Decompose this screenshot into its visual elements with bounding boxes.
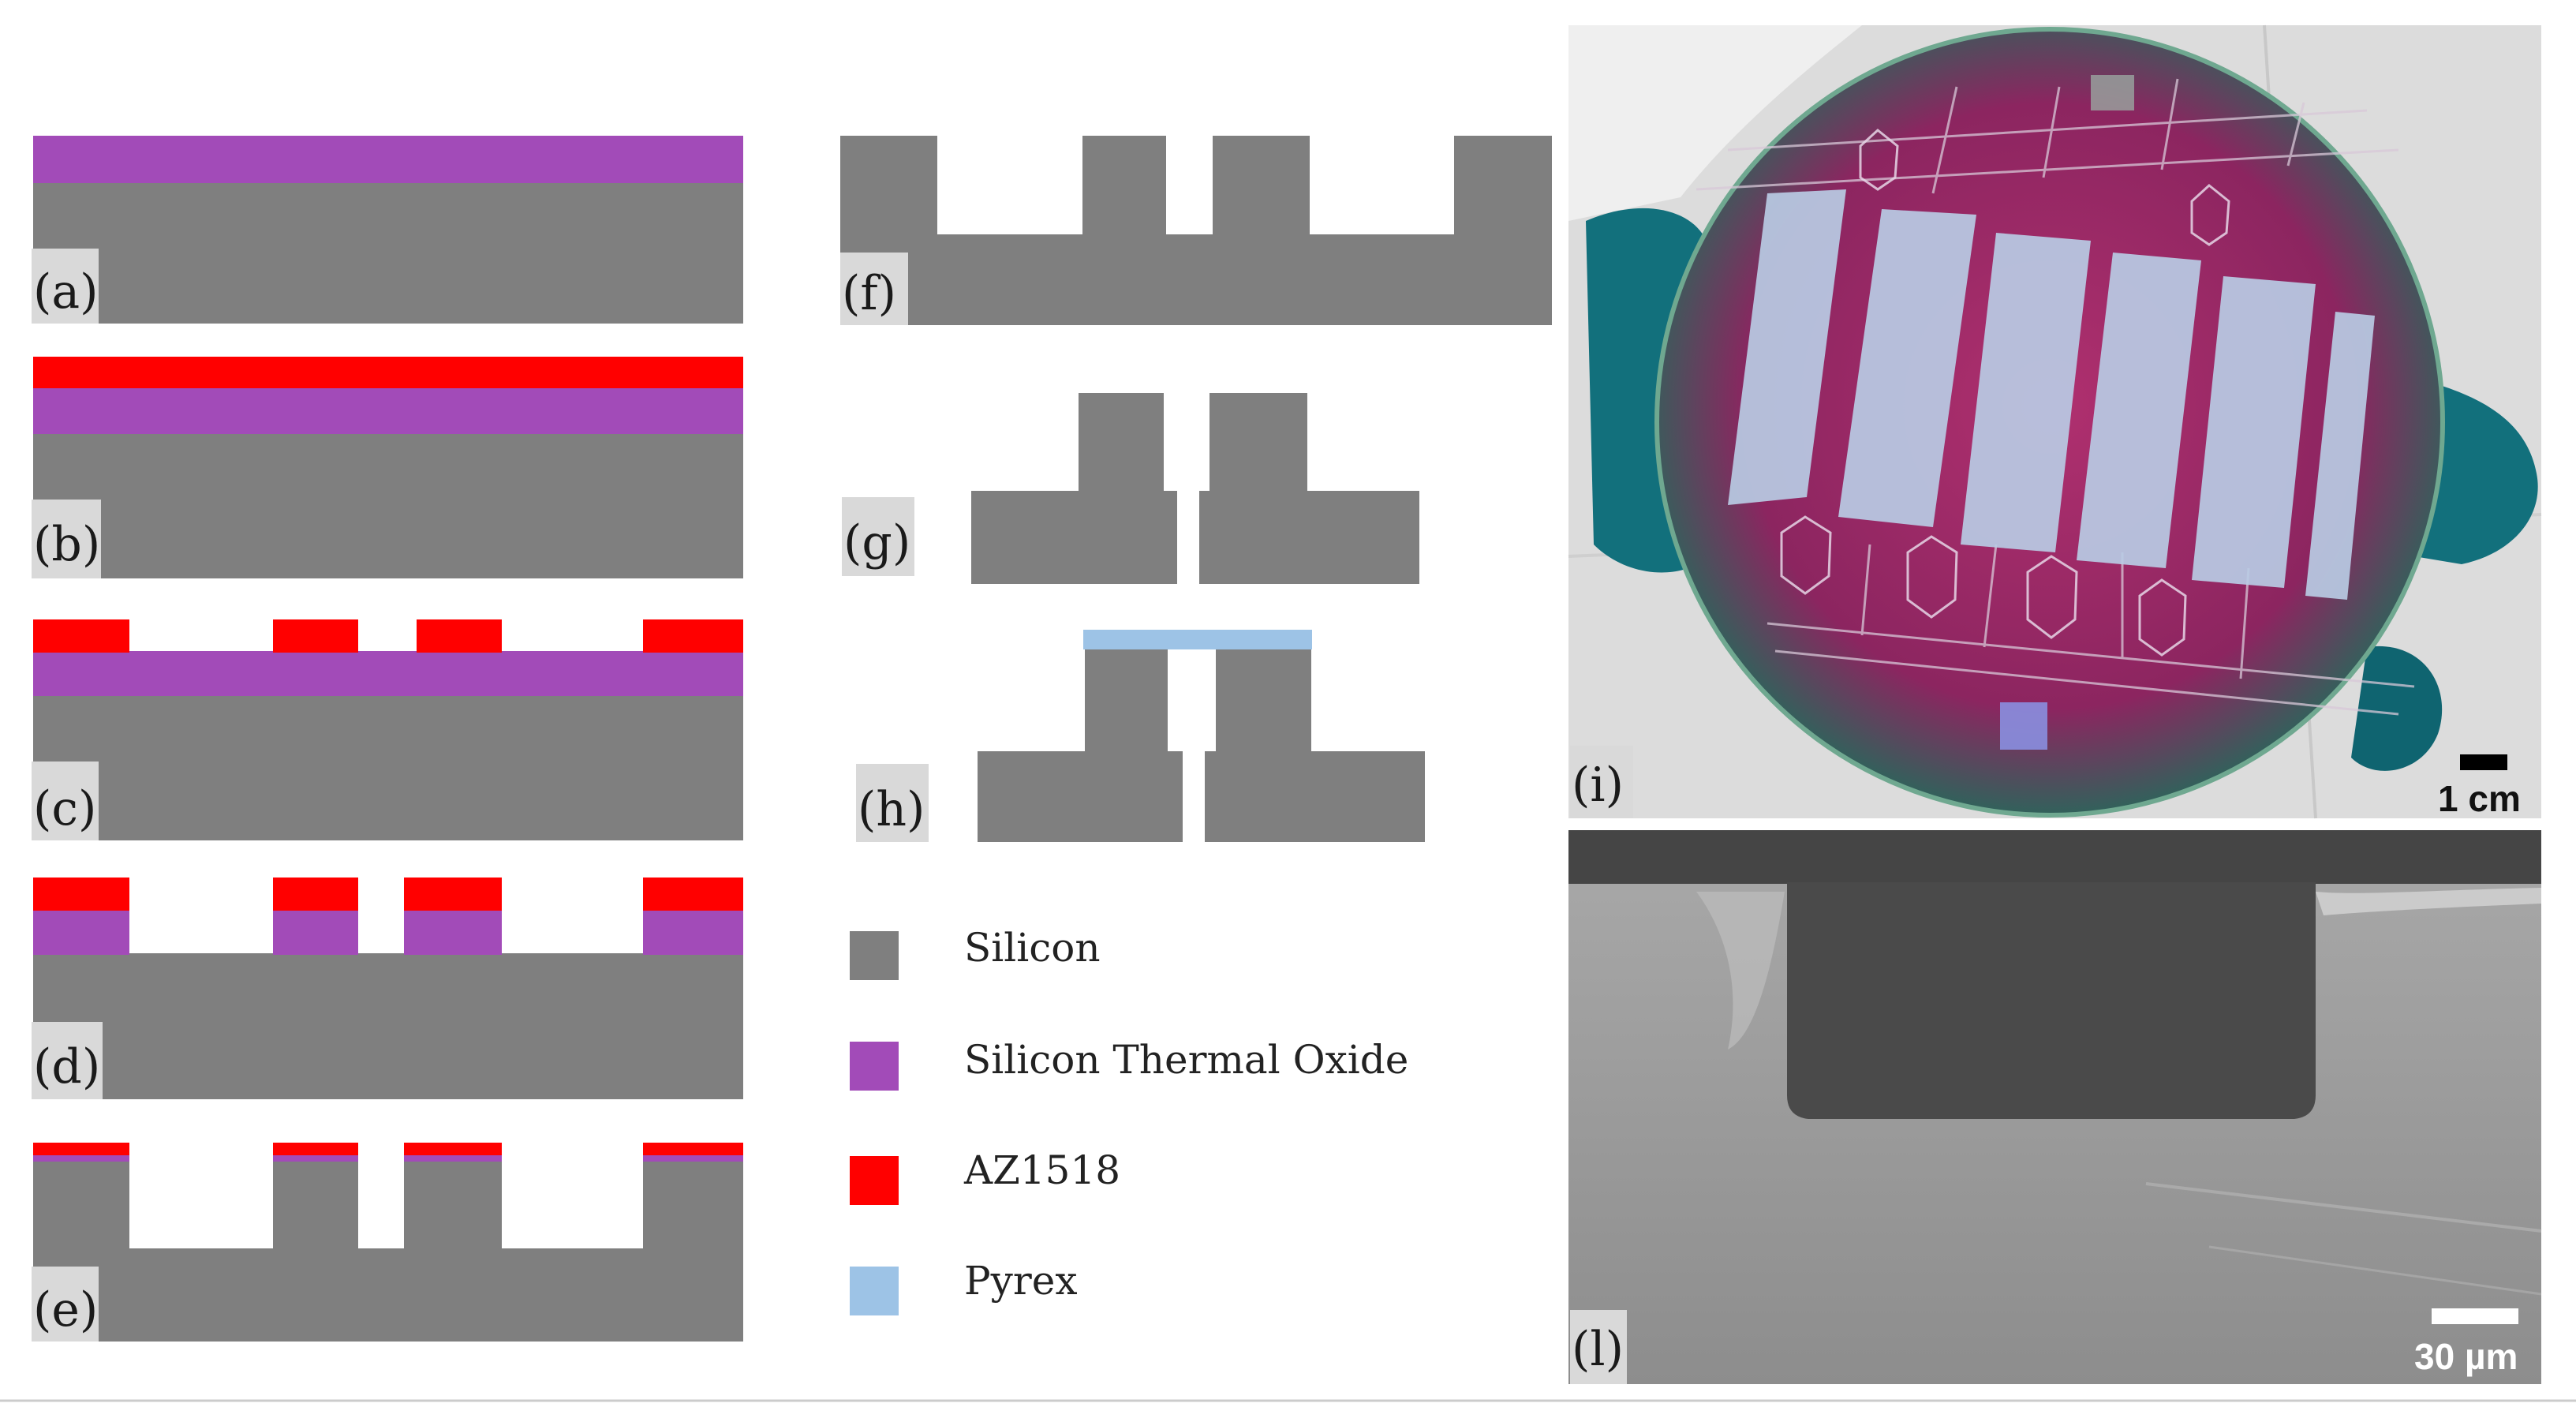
scalebar-1cm — [2460, 754, 2507, 770]
silicon-die-right — [1205, 649, 1425, 842]
channel-array — [1838, 209, 1976, 527]
scalebar-30um — [2432, 1308, 2518, 1324]
resist-pattern — [404, 878, 502, 911]
step-c: (c) — [32, 619, 743, 840]
etched-silicon — [840, 136, 1552, 325]
die-grid — [1696, 78, 2415, 716]
step-a: (a) — [32, 136, 743, 324]
resist-thin — [404, 1143, 502, 1155]
panel-label-c: (c) — [33, 781, 96, 836]
legend-swatch-oxide — [850, 1042, 899, 1091]
oxide-layer — [33, 651, 743, 696]
panel-label-bg — [842, 497, 914, 576]
resist-pattern — [273, 878, 358, 911]
panel-label-i: (i) — [1572, 758, 1624, 813]
panel-label-h: (h) — [858, 782, 925, 837]
legend-swatch-pyrex — [850, 1267, 899, 1315]
resist-thin — [643, 1143, 743, 1155]
panel-label-e: (e) — [33, 1282, 98, 1338]
panel-label-a: (a) — [33, 264, 99, 320]
panel-label-bg — [1570, 746, 1633, 818]
wafer-photo-panel: (i) 1 cm — [1568, 24, 2542, 819]
panel-label-bg — [32, 1267, 99, 1342]
etched-silicon — [33, 1162, 743, 1342]
legend-swatch-silicon — [850, 931, 899, 980]
panel-label-bg — [32, 500, 101, 578]
legend-label: Silicon — [964, 925, 1101, 971]
debris — [2316, 888, 2541, 915]
resist-thin — [273, 1143, 358, 1155]
oxide-thin — [643, 1155, 743, 1162]
channel-array — [1728, 189, 1846, 505]
scalebar-label-wafer: 1 cm — [2438, 778, 2521, 819]
panel-label-bg — [840, 253, 908, 325]
legend-label: Silicon Thermal Oxide — [964, 1037, 1408, 1083]
oxide-pattern — [404, 909, 502, 955]
panel-label-bg — [32, 249, 99, 324]
pyrex-lid — [1568, 830, 2541, 884]
oxide-thin — [273, 1155, 358, 1162]
resist-pattern — [417, 619, 502, 653]
oxide-thin — [404, 1155, 502, 1162]
silicon-die-left — [978, 649, 1183, 842]
lab-coat — [1568, 25, 1862, 221]
channel-array — [2192, 276, 2316, 588]
panel-label-g: (g) — [843, 515, 910, 571]
oxide-layer — [33, 136, 743, 183]
silicon-substrate — [33, 181, 743, 324]
step-g: (g) — [842, 393, 1419, 584]
scalebar-label-sem: 30 µm — [2414, 1336, 2518, 1377]
glove-right-lower — [2351, 646, 2443, 771]
pyrex-layer — [1083, 630, 1312, 649]
silicon-substrate — [33, 694, 743, 840]
step-b: (b) — [32, 357, 743, 578]
silicon-die-right — [1199, 393, 1419, 584]
panel-label-bg — [32, 762, 99, 840]
oxide-layer — [33, 387, 743, 434]
legend-swatch-resist — [850, 1156, 899, 1205]
step-f: (f) — [840, 136, 1552, 325]
resist-pattern — [33, 619, 129, 653]
panel-label-d: (d) — [33, 1039, 100, 1095]
oxide-thin — [33, 1155, 129, 1162]
channel-array — [1961, 233, 2091, 552]
step-h: (h) — [856, 630, 1425, 842]
step-e: (e) — [32, 1143, 743, 1342]
panel-label-f: (f) — [842, 266, 896, 321]
step-d: (d) — [32, 878, 743, 1099]
oxide-pattern — [643, 909, 743, 955]
alignment-mark — [2000, 702, 2047, 750]
silicon-substrate — [33, 432, 743, 578]
etched-channel — [1787, 882, 2316, 1119]
panel-label-bg — [32, 1022, 103, 1099]
oxide-pattern — [273, 909, 358, 955]
legend-label: Pyrex — [964, 1258, 1078, 1304]
oxide-pattern — [33, 909, 129, 955]
resist-pattern — [643, 619, 743, 653]
panel-label-bg — [1570, 1310, 1627, 1384]
resist-pattern — [273, 619, 358, 653]
resist-pattern — [643, 878, 743, 911]
panel-label-b: (b) — [33, 517, 100, 572]
panel-label-bg — [856, 764, 929, 842]
alignment-mark — [2091, 75, 2134, 110]
legend-label: AZ1518 — [963, 1147, 1120, 1193]
legend: Silicon Silicon Thermal Oxide AZ1518 Pyr… — [850, 925, 1408, 1315]
sem-panel: (l) 30 µm — [1568, 830, 2542, 1384]
channel-array — [2077, 253, 2201, 568]
resist-pattern — [33, 878, 129, 911]
hexagon-chambers — [1780, 129, 2230, 657]
silicon-substrate — [33, 953, 743, 1099]
resist-thin — [33, 1143, 129, 1155]
debris — [1696, 892, 1785, 1050]
resist-layer — [33, 357, 743, 388]
panel-label-l: (l) — [1572, 1322, 1624, 1377]
silicon-die-left — [971, 393, 1177, 584]
channel-array — [2305, 312, 2375, 600]
